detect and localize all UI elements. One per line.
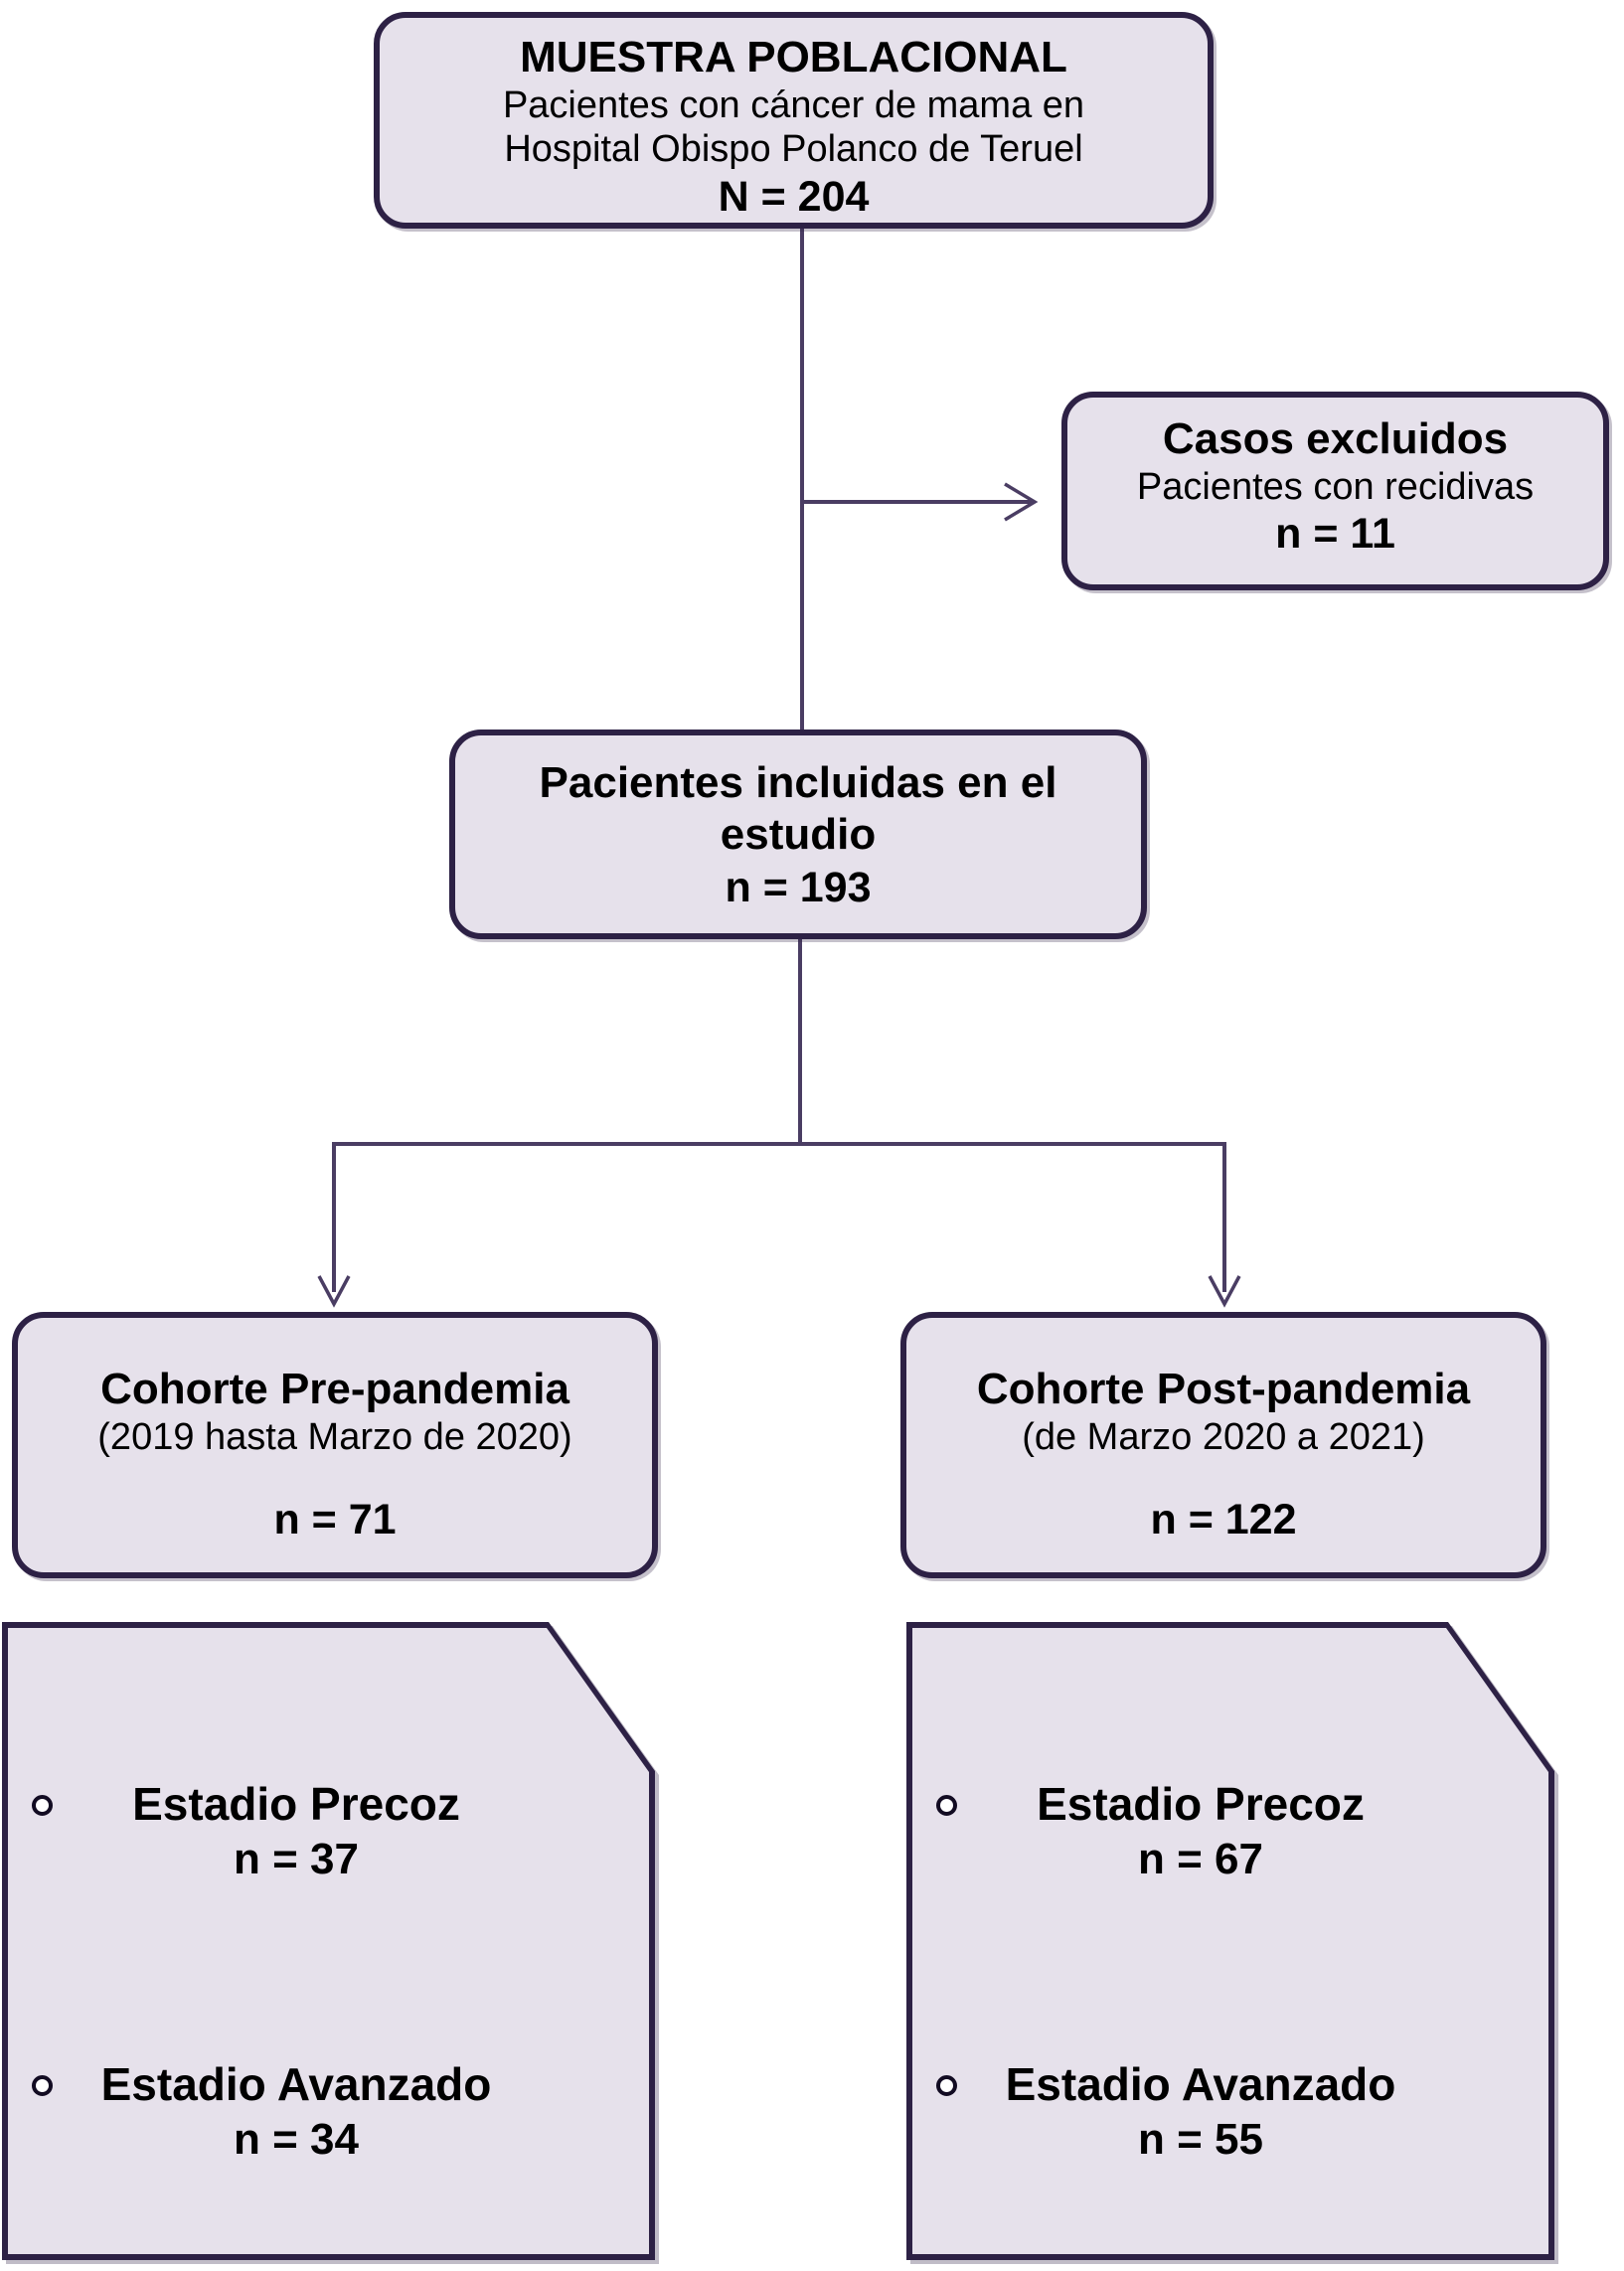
node-pacientes-incluidas: Pacientes incluidas en el estudio n = 19… [449, 730, 1147, 939]
node-casos-excluidos: Casos excluidos Pacientes con recidivas … [1061, 392, 1609, 590]
muestra-subtitle: Pacientes con cáncer de mama en Hospital… [502, 83, 1085, 171]
node-cohorte-pre-pandemia: Cohorte Pre-pandemia (2019 hasta Marzo d… [12, 1312, 658, 1578]
muestra-title: MUESTRA POBLACIONAL [520, 33, 1067, 81]
node-estadios-pre-pandemia: Estadio Precoz n = 37 Estadio Avanzado n… [2, 1622, 655, 2260]
snip-corner-fill [912, 1628, 1548, 2254]
estadio-avanzado-label: Estadio Avanzado [100, 2058, 492, 2110]
cohorte-post-period: (de Marzo 2020 a 2021) [1022, 1415, 1425, 1458]
excluidos-title: Casos excluidos [1162, 414, 1509, 463]
snip-corner-border [906, 1622, 1554, 2260]
excluidos-subtitle: Pacientes con recidivas [1136, 465, 1535, 508]
bullet-icon [32, 1795, 53, 1816]
cohorte-post-n-value: n = 122 [1150, 1496, 1297, 1544]
muestra-n-value: N = 204 [718, 172, 870, 221]
estadio-avanzado-n-value: n = 34 [234, 2115, 359, 2165]
excluidos-n-value: n = 11 [1275, 510, 1395, 559]
list-item: Estadio Avanzado n = 55 [936, 2057, 1414, 2167]
estadio-precoz-label: Estadio Precoz [1037, 1778, 1365, 1830]
arrowhead-down-right-icon [1208, 1275, 1241, 1308]
arrowhead-right-icon [1004, 482, 1039, 522]
snip-corner-fill [8, 1628, 649, 2254]
list-item: Estadio Precoz n = 67 [936, 1777, 1414, 1886]
bullet-icon [936, 1795, 957, 1816]
estadio-avanzado-n-value: n = 55 [1138, 2115, 1263, 2165]
estadio-precoz-n-value: n = 37 [234, 1835, 359, 1884]
incluidas-title: Pacientes incluidas en el estudio [539, 758, 1057, 859]
estadio-precoz-label: Estadio Precoz [132, 1778, 460, 1830]
estadio-avanzado-label: Estadio Avanzado [1005, 2058, 1396, 2110]
arrowhead-down-left-icon [317, 1275, 351, 1308]
cohorte-post-title: Cohorte Post-pandemia [976, 1365, 1471, 1413]
node-cohorte-post-pandemia: Cohorte Post-pandemia (de Marzo 2020 a 2… [900, 1312, 1546, 1578]
bullet-icon [32, 2075, 53, 2096]
cohorte-pre-period: (2019 hasta Marzo de 2020) [97, 1415, 572, 1458]
list-item: Estadio Precoz n = 37 [32, 1777, 510, 1886]
cohorte-pre-n-value: n = 71 [273, 1496, 397, 1544]
snip-corner-border [2, 1622, 655, 2260]
bullet-icon [936, 2075, 957, 2096]
list-item: Estadio Avanzado n = 34 [32, 2057, 510, 2167]
node-muestra-poblacional: MUESTRA POBLACIONAL Pacientes con cáncer… [374, 12, 1214, 229]
estadio-precoz-n-value: n = 67 [1138, 1835, 1263, 1884]
cohorte-pre-title: Cohorte Pre-pandemia [100, 1365, 569, 1413]
node-estadios-post-pandemia: Estadio Precoz n = 67 Estadio Avanzado n… [906, 1622, 1554, 2260]
incluidas-n-value: n = 193 [725, 863, 872, 911]
